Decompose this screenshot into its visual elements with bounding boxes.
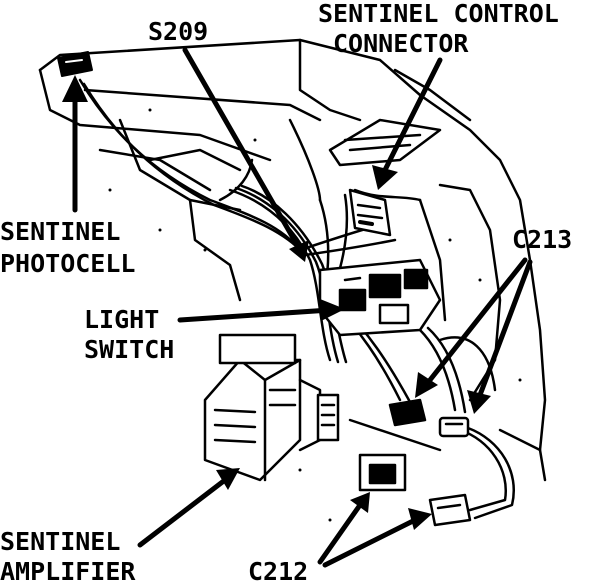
- arrowhead-c213-right: [467, 390, 491, 414]
- label-c212: C212: [248, 557, 309, 586]
- arrow-c213-left: [427, 257, 528, 383]
- arrow-c213-right: [477, 259, 533, 398]
- label-photocell-line2: PHOTOCELL: [0, 249, 136, 278]
- amplifier-box: [203, 333, 340, 482]
- texture-dots: [108, 108, 522, 522]
- light-switch-block: [318, 258, 442, 337]
- arrowhead-s209: [289, 240, 309, 262]
- control-connector: [348, 188, 392, 237]
- arrowhead-control-connector: [372, 165, 398, 190]
- arrow-c212-right: [322, 517, 418, 568]
- arrow-s209: [182, 47, 303, 253]
- arrow-light-switch: [177, 307, 333, 323]
- arrowhead-amplifier: [216, 468, 240, 490]
- label-c213: C213: [512, 225, 573, 254]
- arrowhead-light-switch: [320, 299, 345, 321]
- label-photocell-line1: SENTINEL: [0, 217, 121, 246]
- label-s209: S209: [148, 17, 209, 46]
- wiring-harness: [78, 78, 515, 520]
- callout-arrows: [62, 47, 533, 568]
- arrow-amplifier: [137, 477, 228, 548]
- arrow-control-connector: [382, 57, 443, 173]
- label-amp-line1: SENTINEL: [0, 527, 121, 556]
- c213-connectors: [388, 398, 470, 438]
- label-control-line2: CONNECTOR: [333, 29, 469, 58]
- c212-connectors: [358, 453, 472, 527]
- label-light-line1: LIGHT: [84, 305, 160, 334]
- label-control-line1: SENTINEL CONTROL: [318, 0, 559, 28]
- dashboard-outline: [38, 38, 547, 482]
- arrow-c212-left: [317, 502, 363, 565]
- label-amp-line2: AMPLIFIER: [0, 557, 136, 586]
- photocell-sensor: [57, 51, 93, 77]
- arrowhead-c213-left: [415, 372, 438, 398]
- arrowhead-c212-left: [350, 492, 370, 513]
- arrowhead-photocell: [62, 75, 88, 102]
- arrowhead-c212-right: [408, 508, 432, 530]
- label-light-line2: SWITCH: [84, 335, 175, 364]
